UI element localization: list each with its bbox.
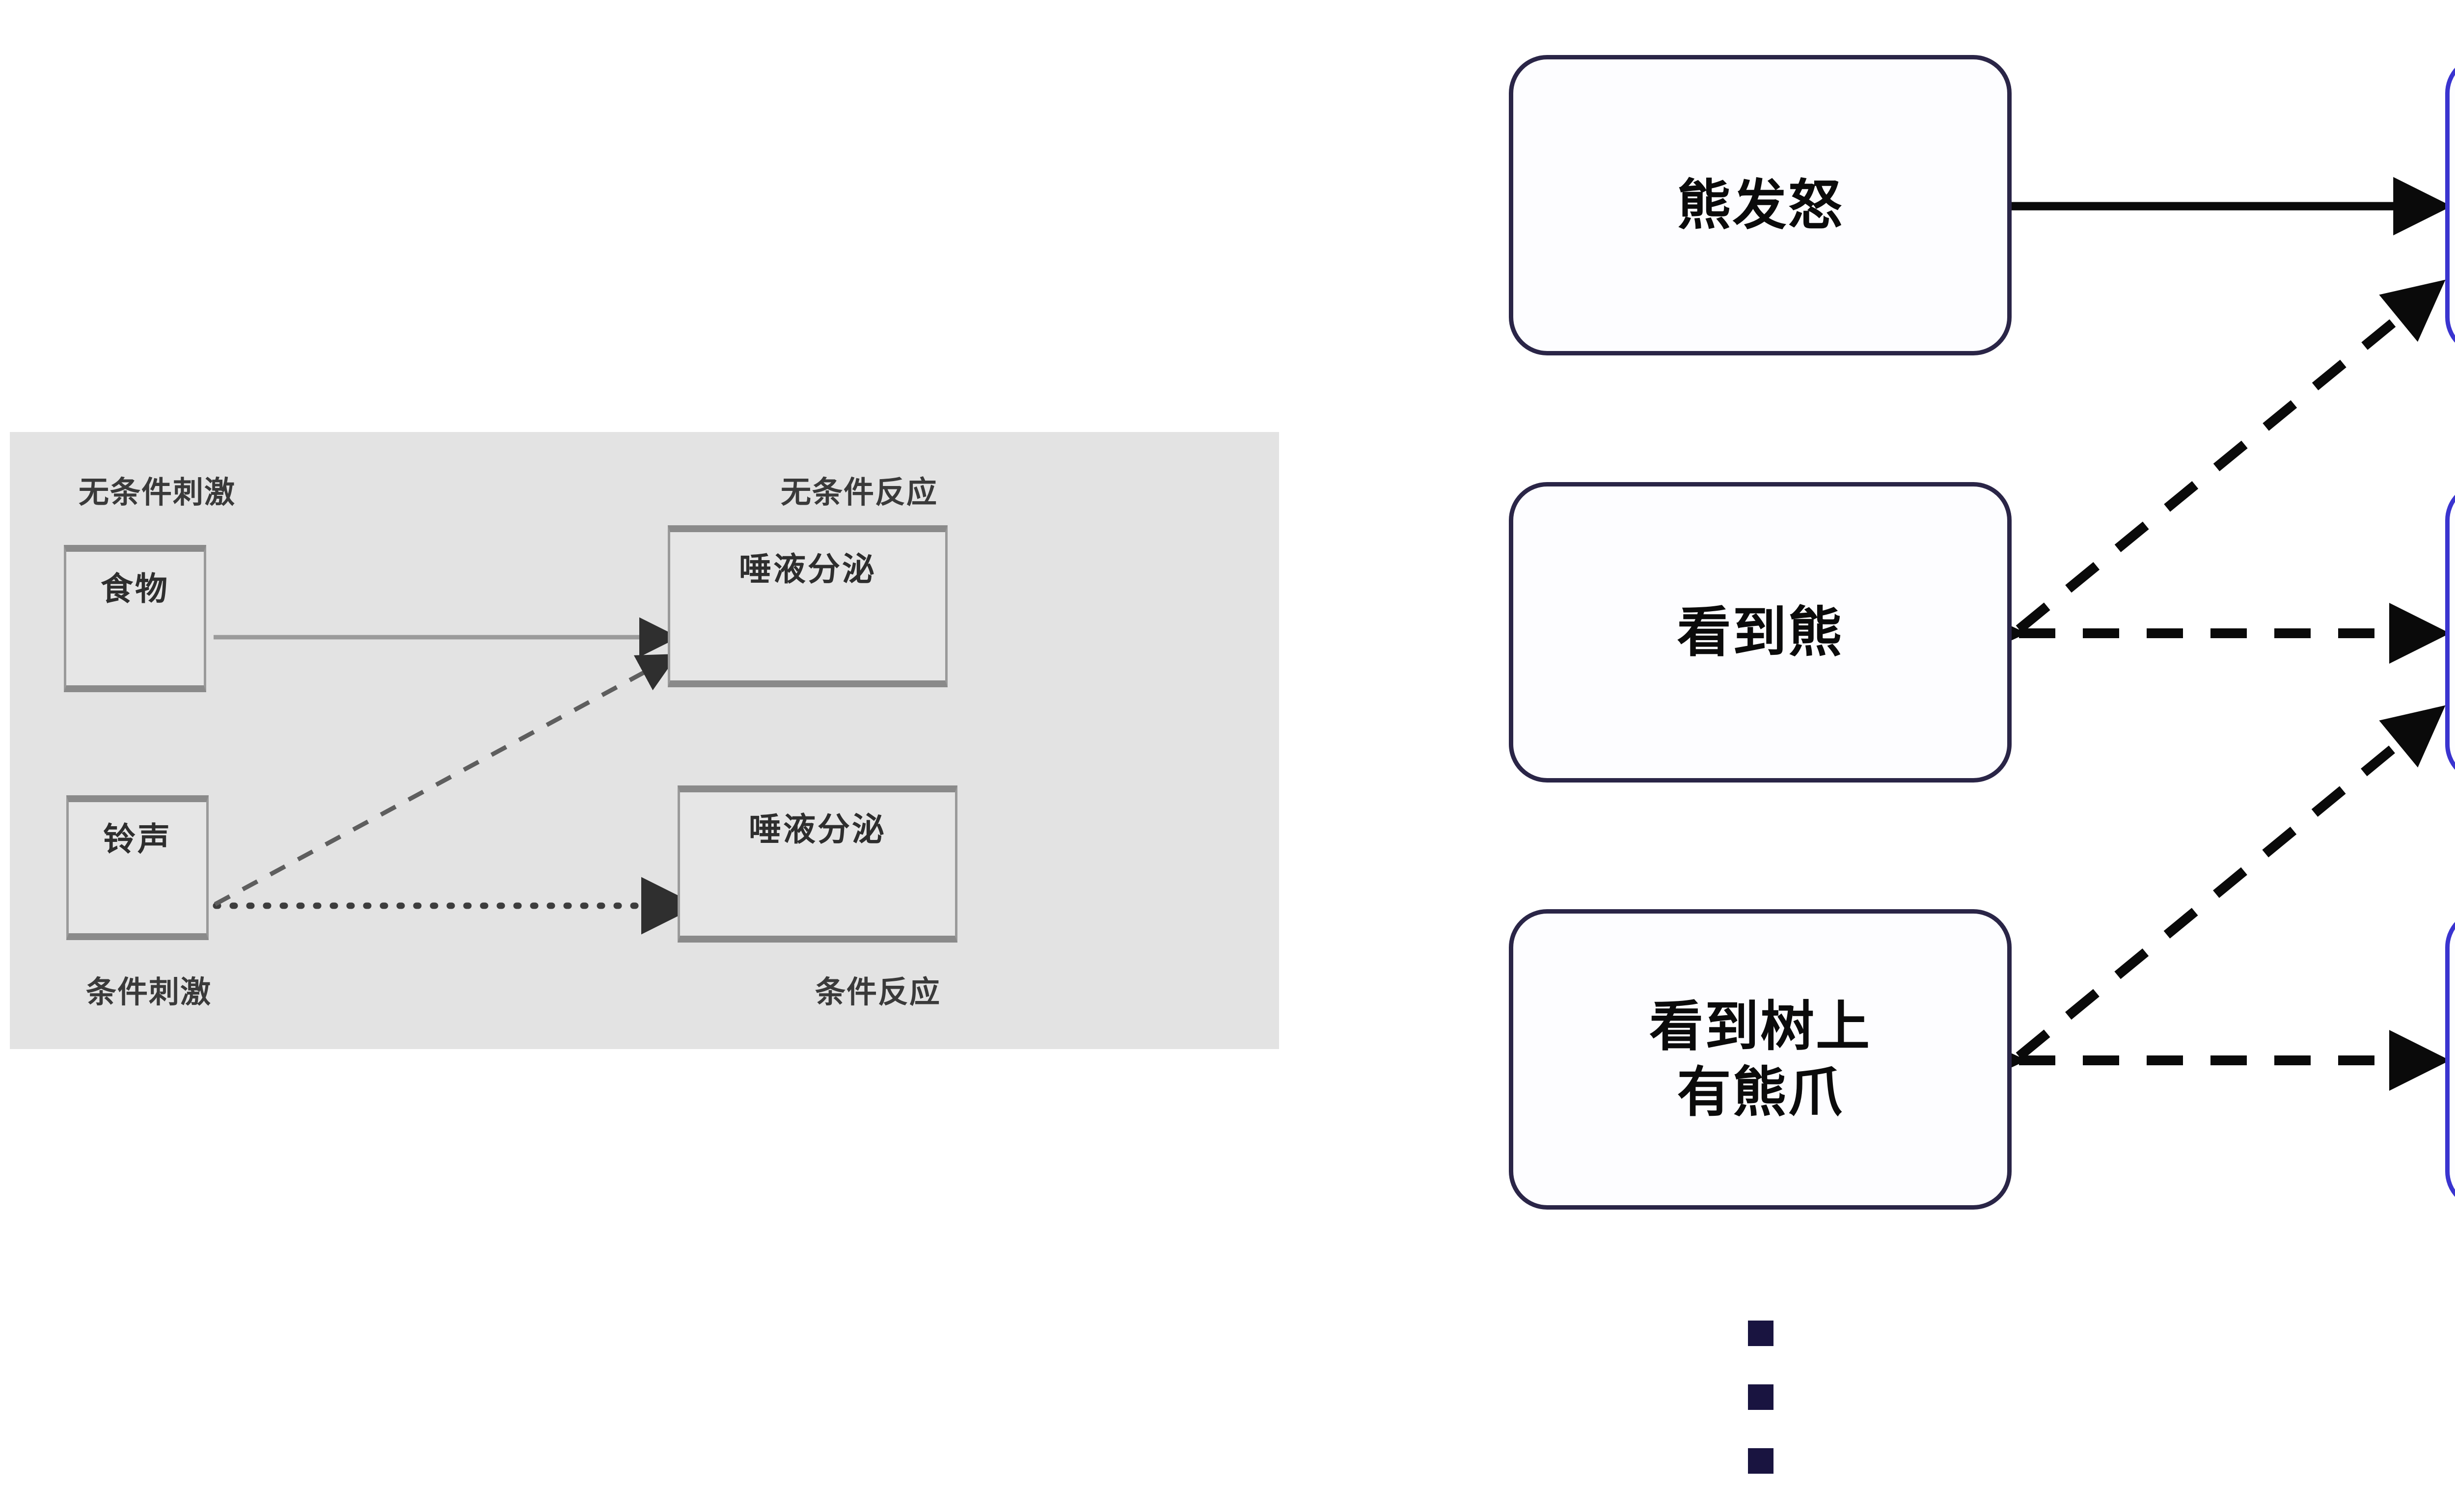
ellipsis-state-column — [1748, 1321, 1773, 1512]
edge-bell-to-unconditioned-salivation — [214, 654, 679, 906]
node-reward[interactable]: 奖励 — [2445, 55, 2455, 355]
label-unconditioned-response: 无条件反应 — [781, 474, 938, 510]
pavlov-edges — [213, 617, 699, 935]
node-bear-angry-label: 熊发怒 — [1677, 173, 1844, 237]
pavlov-box-food: 食物 — [64, 545, 206, 692]
edge-see-claw-to-v-s-prime — [2016, 705, 2446, 1060]
node-v-s[interactable]: V(s) — [2445, 909, 2455, 1210]
ellipsis-dot — [1748, 1321, 1773, 1346]
pavlov-box-salivation-bottom-label: 唾液分泌 — [749, 810, 886, 848]
label-conditioned-stimulus: 条件刺激 — [86, 974, 212, 1010]
ellipsis-dot — [1748, 1384, 1773, 1410]
node-see-claw-label: 看到树上 有熊爪 — [1649, 995, 1871, 1124]
ellipsis-dot — [1748, 1448, 1773, 1474]
edge-see-bear-to-reward — [2016, 279, 2446, 633]
pavlov-box-bell-label: 铃声 — [103, 820, 172, 858]
pavlov-box-salivation-unconditioned: 唾液分泌 — [668, 525, 948, 687]
node-v-s-prime[interactable]: V(s′) — [2445, 482, 2455, 783]
pavlov-box-food-label: 食物 — [101, 570, 169, 608]
node-bear-angry[interactable]: 熊发怒 — [1509, 55, 2012, 355]
pavlov-box-salivation-top-label: 唾液分泌 — [739, 550, 876, 588]
pavlov-conditioning-panel: 无条件刺激 无条件反应 条件刺激 条件反应 食物 铃声 唾液分泌 唾液分泌 — [10, 432, 1279, 1049]
pavlov-box-salivation-conditioned: 唾液分泌 — [678, 785, 957, 943]
label-conditioned-response: 条件反应 — [815, 974, 941, 1010]
node-see-bear-label: 看到熊 — [1677, 600, 1844, 664]
label-unconditioned-stimulus: 无条件刺激 — [79, 474, 236, 510]
node-see-bear[interactable]: 看到熊 — [1509, 482, 2012, 783]
pavlov-box-bell: 铃声 — [66, 795, 209, 940]
node-see-claw[interactable]: 看到树上 有熊爪 — [1509, 909, 2012, 1210]
